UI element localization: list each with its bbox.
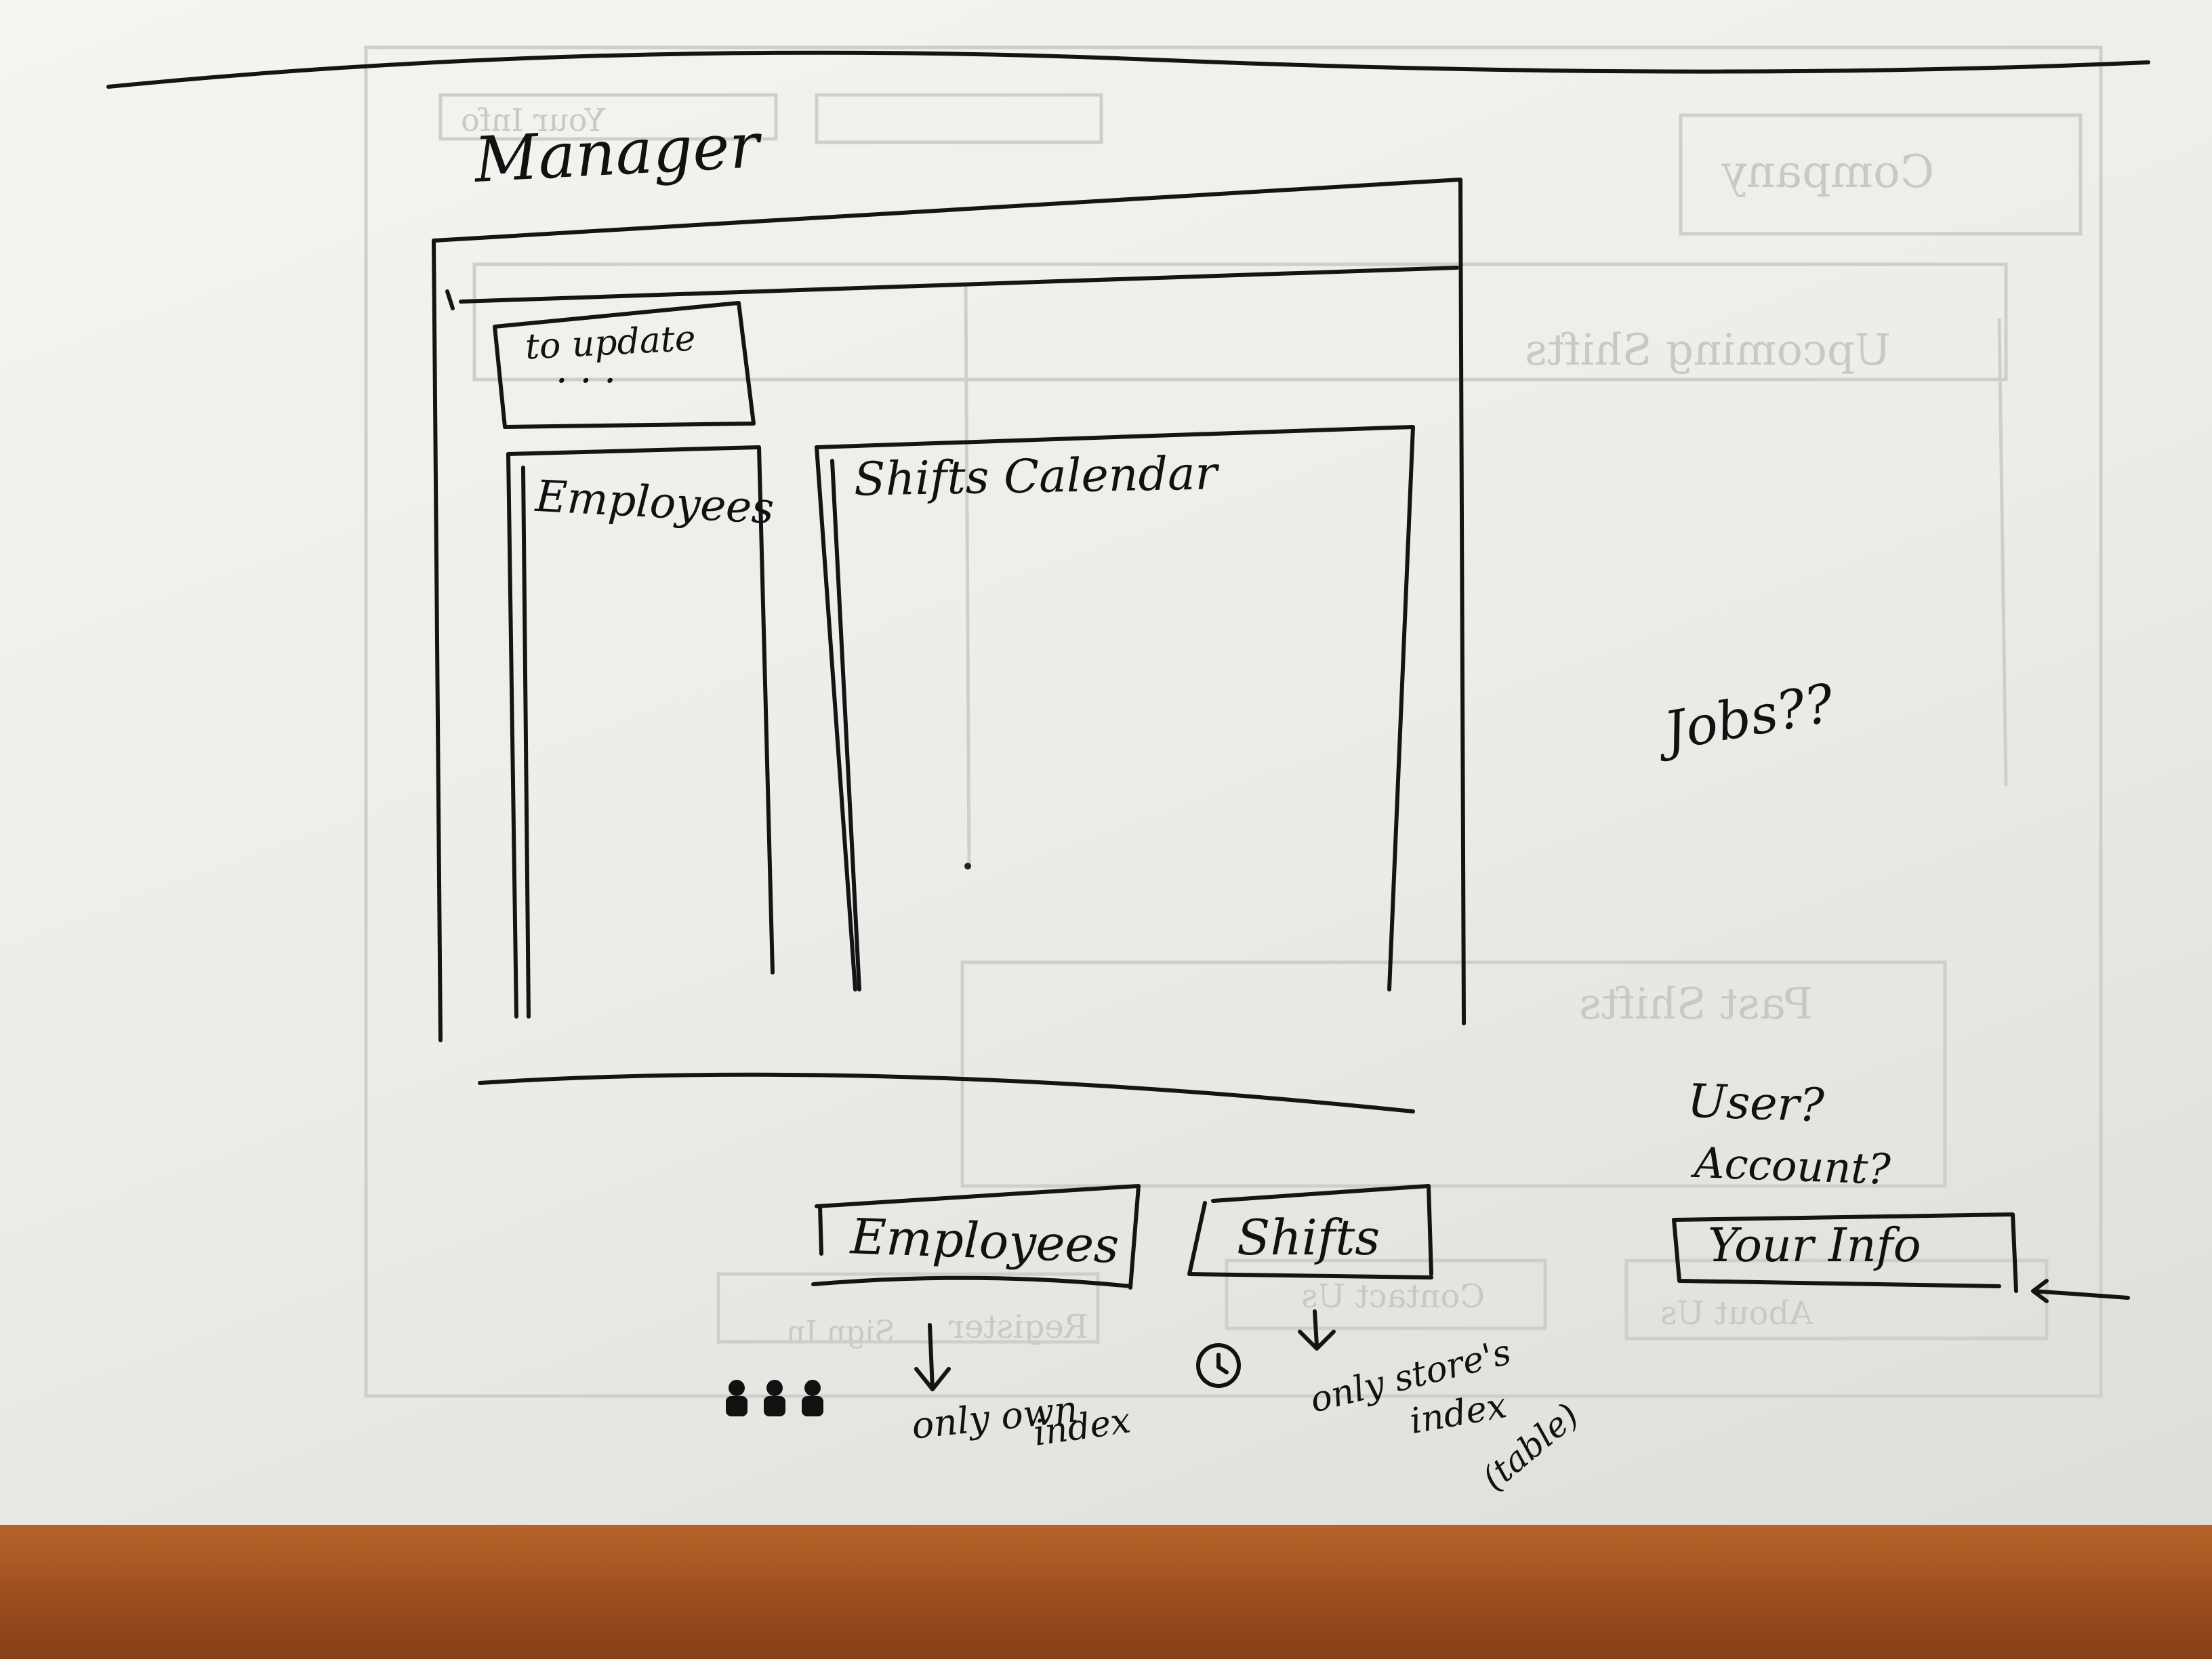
employees-nav-button[interactable]: Employees [849,1208,1120,1274]
shifts-calendar-title: Shifts Calendar [853,447,1218,507]
clock-icon [1196,1343,1241,1388]
paper-sheet [0,0,2212,1525]
employees-panel-title: Employees [534,471,775,535]
wooden-desk [0,1525,2212,1659]
shifts-nav-button[interactable]: Shifts [1237,1209,1380,1266]
user-note: User? [1686,1074,1825,1133]
to-update-ellipsis: · · · [556,359,617,403]
pencil-dot [964,863,971,869]
people-icon [726,1380,823,1416]
account-note: Account? [1693,1137,1891,1195]
your-info-button[interactable]: Your Info [1708,1219,1921,1273]
to-update-label: to update [524,318,697,368]
page-title: Manager [472,109,761,197]
